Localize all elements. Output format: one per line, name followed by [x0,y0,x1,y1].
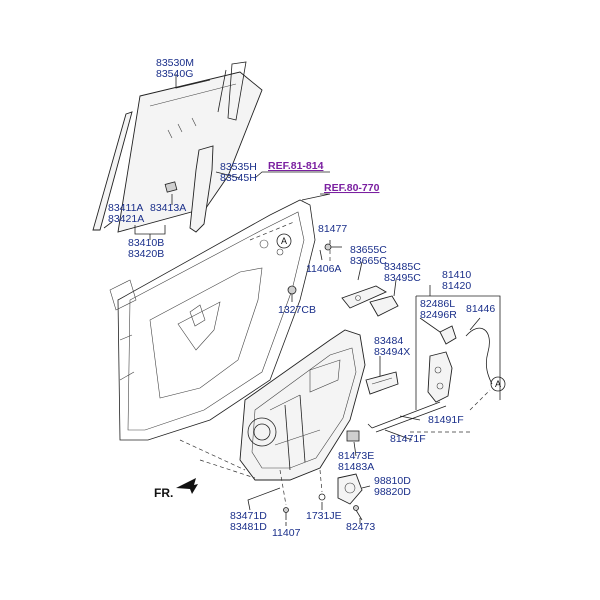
label-1327CB: 1327CB [278,304,316,316]
label-83545H: 83545H [220,172,257,184]
callout-a-left: A [276,233,292,249]
latch-cover [439,325,457,345]
label-82496R: 82496R [420,309,457,321]
label-83410B: 83410B [128,237,164,249]
label-83530M: 83530M [156,57,194,69]
label-83540G: 83540G [156,68,193,80]
window-regulator-module [239,329,366,481]
label-81491F: 81491F [428,414,464,426]
label-81477: 81477 [318,223,347,235]
part-labels: 83530M 83540G 83535H 83545H REF.81-814 R… [108,57,495,539]
door-inner-panel [109,199,316,441]
label-98820D: 98820D [374,486,411,498]
front-direction-indicator: FR. [154,478,198,500]
label-81483A: 81483A [338,461,374,473]
label-81473E: 81473E [338,450,374,462]
label-83494X: 83494X [374,346,410,358]
label-83535H: 83535H [220,161,257,173]
front-arrow-icon [176,478,198,494]
svg-text:A: A [281,236,287,246]
label-11406A: 11406A [306,263,341,275]
label-81446: 81446 [466,303,495,315]
label-83421A: 83421A [108,213,144,225]
bolt-1327CB [287,285,297,295]
glass-run-channel [217,61,247,121]
label-81420: 81420 [442,280,471,292]
label-83485C: 83485C [384,261,421,273]
label-83665C: 83665C [350,255,387,267]
door-lever [341,285,387,309]
label-83420B: 83420B [128,248,164,260]
leader-lines [103,74,481,526]
label-83495C: 83495C [384,272,421,284]
motor-98810D [337,473,363,505]
label-81471F: 81471F [390,433,426,445]
label-83655C: 83655C [350,244,387,256]
handle-bracket [365,371,399,395]
screw-82473 [353,505,363,521]
label-83484: 83484 [374,335,403,347]
door-glass [117,71,263,233]
ref-80-770[interactable]: REF.80-770 [324,182,380,194]
door-rods [367,401,447,433]
latch-cable [465,327,493,385]
ref-81-814[interactable]: REF.81-814 [268,160,324,172]
screw-11407 [283,507,289,520]
label-82486L: 82486L [420,298,455,310]
label-83411A: 83411A [108,202,143,214]
check-bracket [369,295,399,317]
label-83481D: 83481D [230,521,267,533]
grommet-1731JE [318,493,326,501]
label-1731JE: 1731JE [306,510,342,522]
callout-a-right: A [490,376,506,392]
svg-text:FR.: FR. [154,486,173,500]
glass-clip [164,181,178,193]
label-83471D: 83471D [230,510,267,522]
front-sash [92,111,214,233]
svg-text:A: A [495,379,501,389]
bolt-81477 [324,243,342,251]
label-83413A: 83413A [150,202,186,214]
label-81410: 81410 [442,269,471,281]
door-latch [427,351,453,403]
label-11407: 11407 [272,527,301,539]
actuator-81473E [346,430,360,442]
label-82473: 82473 [346,521,375,533]
label-98810D: 98810D [374,475,411,487]
